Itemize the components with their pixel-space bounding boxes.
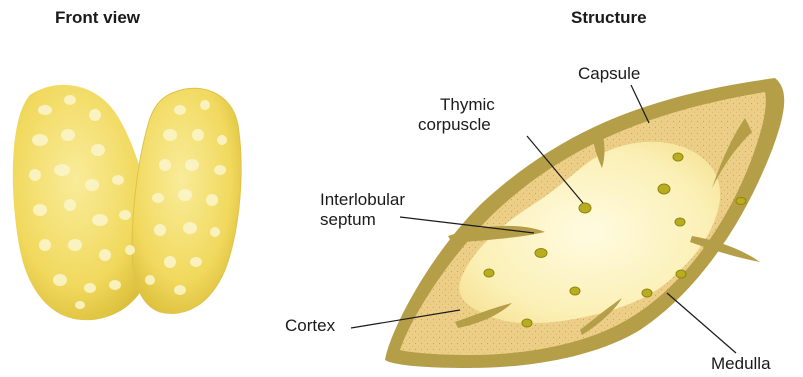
lobule-spot	[109, 280, 121, 290]
lobule-spot	[61, 129, 75, 141]
lobule-spot	[206, 194, 218, 206]
lobule-spot	[174, 285, 186, 295]
lobule-spot	[39, 239, 51, 251]
lobule-spot	[190, 257, 202, 267]
lobule-spot	[29, 169, 41, 181]
lobule-spot	[53, 274, 67, 286]
lobule-spot	[64, 199, 76, 211]
lobule-spot	[214, 165, 226, 175]
lobule-spot	[164, 256, 176, 268]
lobule-spot	[192, 129, 204, 141]
medulla-label: Medulla	[711, 354, 771, 374]
lobule-spot	[38, 105, 52, 115]
lobule-spot	[217, 135, 227, 145]
lobule-spot	[89, 109, 101, 121]
lobule-spot	[54, 164, 70, 176]
lobule-spot	[32, 134, 48, 146]
capsule-label: Capsule	[578, 64, 640, 84]
thymic-corpuscle-label-line2: corpuscle	[418, 115, 491, 135]
lobule-spot	[119, 210, 131, 220]
lobule-spot	[159, 159, 171, 171]
lobule-spot	[210, 227, 220, 237]
lobule-spot	[178, 189, 192, 201]
lobule-spot	[125, 245, 135, 255]
lobule-spot	[183, 222, 197, 234]
left-lobe	[13, 85, 153, 320]
lobule-spot	[33, 204, 47, 216]
medulla-leader	[667, 293, 736, 353]
lobule-spot	[145, 275, 155, 285]
cortex-label: Cortex	[285, 316, 335, 336]
interlobular-septum-label-line1: Interlobular	[320, 190, 405, 210]
lobule-spot	[75, 301, 85, 309]
lobule-spot	[112, 175, 124, 185]
lobule-spot	[85, 179, 99, 191]
lobule-spot	[174, 105, 186, 115]
lobule-spot	[152, 193, 164, 203]
lobule-spot	[154, 224, 166, 236]
lobule-spot	[64, 95, 76, 105]
lobule-spot	[68, 239, 82, 251]
lobule-spot	[185, 159, 199, 171]
lobule-spot	[92, 214, 108, 226]
interlobular-septum-label-line2: septum	[320, 210, 376, 230]
thymic-corpuscle-label-line1: Thymic	[440, 95, 495, 115]
lobule-spot	[200, 100, 210, 110]
lobule-spot	[84, 283, 96, 293]
lobule-spot	[91, 144, 105, 156]
lobule-spot	[99, 249, 111, 261]
thymus-front-view	[13, 85, 241, 320]
lobule-spot	[163, 129, 177, 141]
